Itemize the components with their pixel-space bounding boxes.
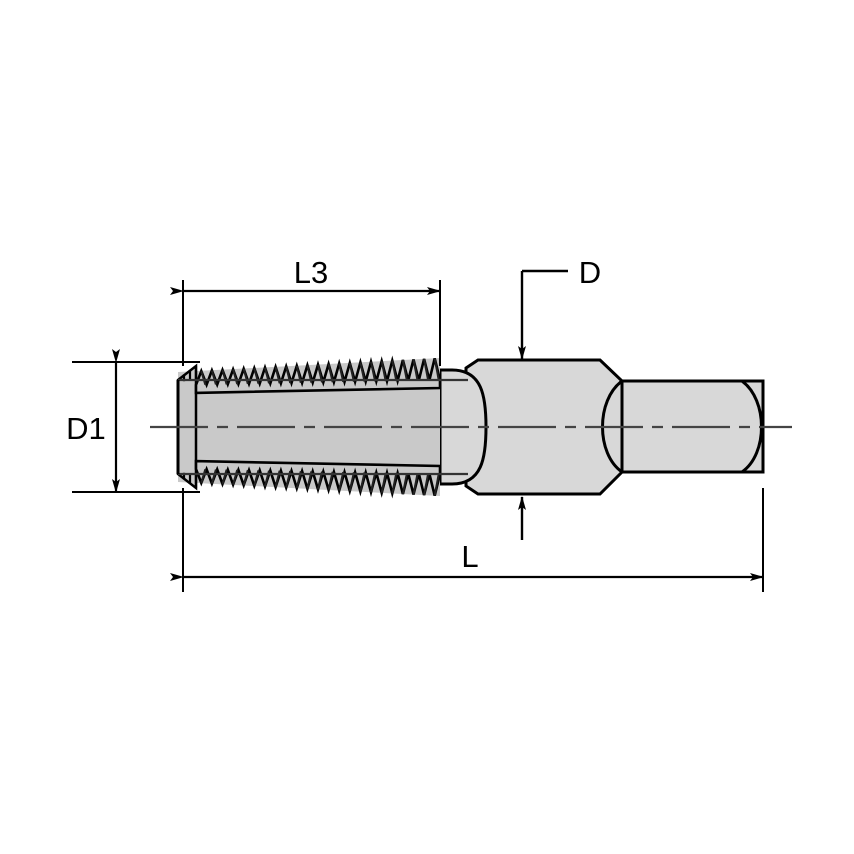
thread-flank-line	[391, 360, 398, 382]
thread-crest-upper	[194, 355, 442, 395]
thread-flank-line	[401, 473, 408, 495]
thread-flank-line	[338, 471, 345, 491]
L-dimension-label: L	[461, 539, 478, 574]
thread-flank-line	[370, 361, 377, 382]
thread-flank-line	[380, 472, 387, 493]
thread-flank-line	[242, 368, 249, 385]
thread-flank-line	[423, 358, 430, 381]
thread-flank-line	[359, 472, 366, 492]
dimension-L3: L3	[170, 255, 441, 366]
thread-flank-line	[412, 473, 419, 495]
thread-flank-line	[433, 358, 440, 381]
thread-flank-line	[423, 473, 430, 496]
thread-flank-line	[380, 361, 387, 382]
thread-flank-line	[221, 369, 228, 385]
thread-flank-line	[433, 473, 440, 496]
thread-flank-line	[200, 469, 207, 484]
thread-flank-line	[348, 472, 355, 492]
thread-flank-line	[338, 363, 345, 383]
thread-flank-line	[401, 359, 408, 381]
thread-flank-line	[232, 369, 239, 385]
dimension-D1: D1	[66, 349, 200, 493]
thread-flank-lines-lower	[182, 469, 440, 496]
thread-flank-line	[348, 362, 355, 382]
thread-flank-line	[210, 469, 217, 484]
thread-flank-line	[391, 472, 398, 494]
thread-flank-line	[200, 370, 207, 385]
thread-flank-line	[359, 362, 366, 382]
D-dimension-label: D	[579, 255, 601, 290]
thread-flank-line	[242, 469, 249, 486]
dimension-D: D	[518, 255, 601, 540]
thread-flank-line	[370, 472, 377, 493]
thread-flank-line	[221, 469, 228, 485]
L3-dimension-label: L3	[294, 255, 328, 290]
dimension-L: L	[170, 488, 764, 592]
thread-crest-lower	[194, 459, 442, 499]
tap-part-body	[150, 355, 792, 499]
thread-flank-line	[232, 469, 239, 485]
D1-dimension-label: D1	[66, 411, 106, 446]
thread-flank-line	[412, 359, 419, 381]
thread-flank-line	[210, 370, 217, 385]
